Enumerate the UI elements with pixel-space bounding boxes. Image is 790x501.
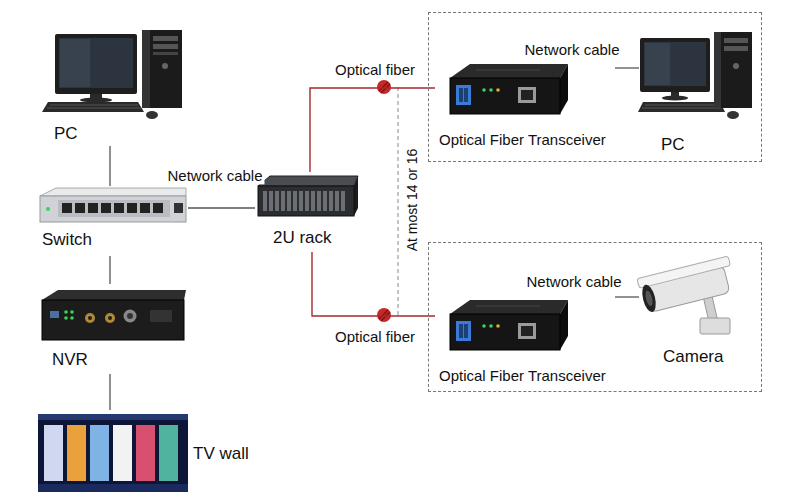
link-line: [109, 146, 110, 186]
device-label: TV wall: [193, 444, 249, 464]
device-label: Switch: [42, 230, 92, 250]
device-label: NVR: [52, 350, 88, 370]
site-group: Optical Fiber Transceiver PC: [428, 12, 762, 162]
camera-node: Camera: [639, 255, 757, 375]
tv-wall-node: TV wall: [38, 410, 278, 494]
device-label: PC: [661, 135, 685, 155]
pc-node: PC: [639, 33, 757, 159]
link-line: [109, 374, 110, 410]
network-cable-line: [615, 67, 639, 68]
pc-illustration: [42, 30, 182, 119]
switch-node: Switch: [38, 186, 188, 256]
rack-node: 2U rack: [255, 172, 355, 252]
pc-illustration: [638, 32, 752, 119]
fiber-marker: [377, 308, 391, 322]
rack-illustration: [258, 176, 358, 216]
edge-label: Optical fiber: [333, 328, 417, 345]
network-cable-line: [188, 207, 255, 208]
site-group: Optical Fiber Transceiver Camera: [428, 242, 762, 392]
pc-node: PC: [40, 28, 190, 146]
optical-fiber-line: [312, 252, 435, 316]
switch-illustration: [40, 188, 186, 222]
tv-wall-illustration: [38, 414, 188, 492]
link-line: [109, 256, 110, 284]
transceiver-node: Optical Fiber Transceiver: [435, 287, 615, 387]
edge-label: Optical fiber: [333, 61, 417, 78]
transceiver-illustration: [450, 300, 568, 350]
device-label: 2U rack: [273, 228, 332, 248]
nvr-illustration: [42, 290, 186, 340]
fiber-marker: [377, 80, 391, 94]
device-label: PC: [54, 124, 78, 144]
edge-label: Network cable: [522, 41, 621, 58]
count-dash-line: [398, 87, 399, 315]
count-note: At most 14 or 16: [404, 147, 420, 254]
transceiver-illustration: [450, 64, 568, 114]
camera-illustration: [637, 256, 737, 334]
network-cable-line: [615, 296, 639, 297]
nvr-node: NVR: [38, 284, 188, 374]
transceiver-node: Optical Fiber Transceiver: [435, 51, 615, 153]
edge-label: Network cable: [165, 167, 264, 184]
device-label: Optical Fiber Transceiver: [439, 131, 606, 148]
device-label: Camera: [663, 347, 723, 367]
device-label: Optical Fiber Transceiver: [439, 367, 606, 384]
edge-label: Network cable: [524, 273, 623, 290]
